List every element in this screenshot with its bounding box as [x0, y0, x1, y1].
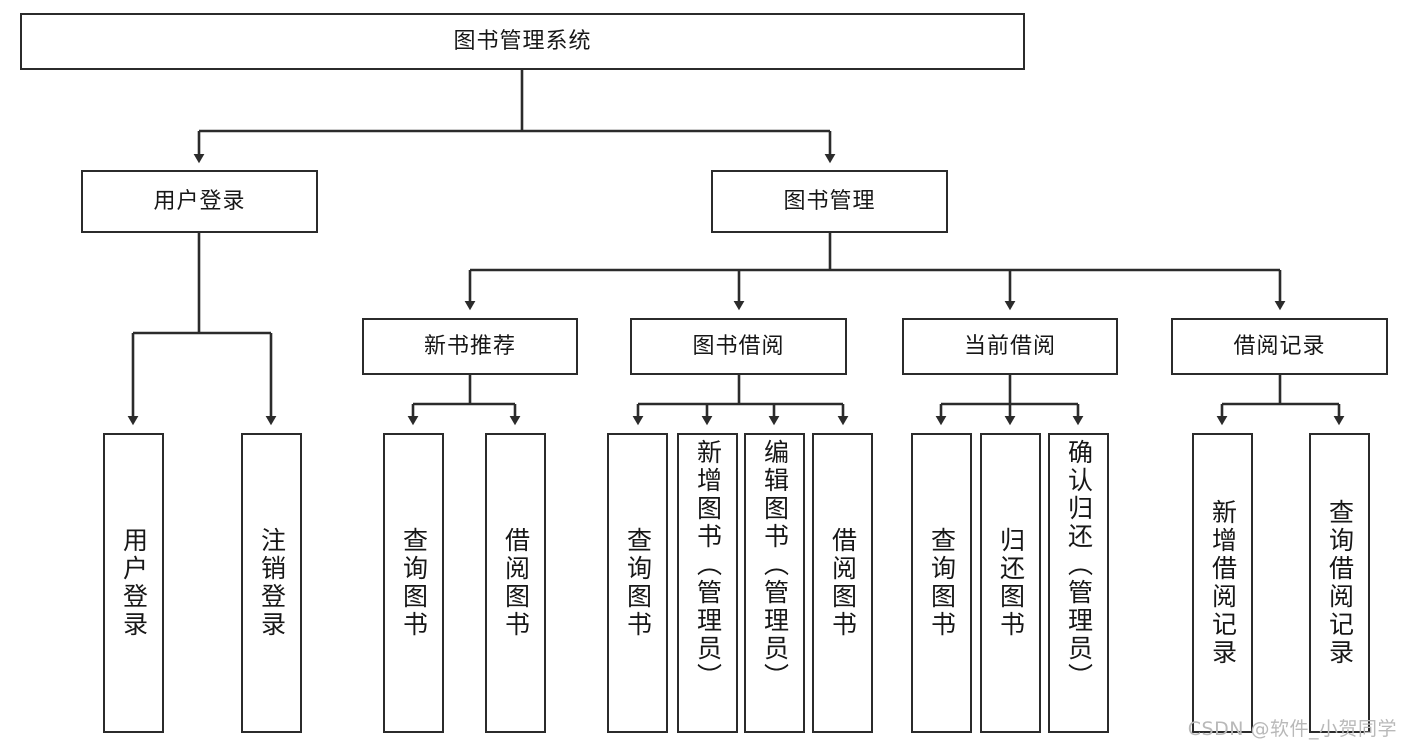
node-current-borrow[interactable]: 当前借阅	[902, 318, 1118, 375]
node-user-login[interactable]: 用户登录	[81, 170, 318, 233]
leaf-current-return-book[interactable]: 归还图书	[980, 433, 1041, 733]
leaf-record-query-record[interactable]: 查询借阅记录	[1309, 433, 1370, 733]
node-root-label: 图书管理系统	[453, 28, 592, 54]
leaf-label: 查询图书	[623, 527, 653, 639]
leaf-label: 注销登录	[257, 527, 287, 639]
node-borrow-record-label: 借阅记录	[1233, 333, 1326, 359]
leaf-borrow-edit-book-admin[interactable]: 编辑图书（管理员）	[744, 433, 805, 733]
leaf-borrow-borrow-book[interactable]: 借阅图书	[812, 433, 873, 733]
node-current-borrow-label: 当前借阅	[963, 333, 1056, 359]
leaf-new-book-borrow[interactable]: 借阅图书	[485, 433, 546, 733]
leaf-user-login-logout[interactable]: 注销登录	[241, 433, 302, 733]
leaf-label: 查询图书	[399, 527, 429, 639]
leaf-record-add-record[interactable]: 新增借阅记录	[1192, 433, 1253, 733]
node-book-management[interactable]: 图书管理	[711, 170, 948, 233]
node-borrow-record[interactable]: 借阅记录	[1171, 318, 1388, 375]
node-user-login-label: 用户登录	[153, 188, 246, 214]
leaf-label: 用户登录	[119, 527, 149, 639]
leaf-label: 确认归还（管理员）	[1064, 439, 1094, 691]
node-book-borrow-label: 图书借阅	[692, 333, 785, 359]
leaf-new-book-query[interactable]: 查询图书	[383, 433, 444, 733]
leaf-borrow-add-book-admin[interactable]: 新增图书（管理员）	[677, 433, 738, 733]
csdn-watermark: CSDN @软件_小贺同学	[1187, 718, 1397, 740]
leaf-label: 新增图书（管理员）	[693, 439, 723, 691]
leaf-label: 归还图书	[996, 527, 1026, 639]
leaf-label: 编辑图书（管理员）	[760, 439, 790, 691]
node-book-borrow[interactable]: 图书借阅	[630, 318, 847, 375]
leaf-current-confirm-return-admin[interactable]: 确认归还（管理员）	[1048, 433, 1109, 733]
leaf-user-login-login[interactable]: 用户登录	[103, 433, 164, 733]
node-book-management-label: 图书管理	[783, 188, 876, 214]
node-new-book-recommend[interactable]: 新书推荐	[362, 318, 578, 375]
leaf-borrow-query-book[interactable]: 查询图书	[607, 433, 668, 733]
leaf-label: 借阅图书	[501, 527, 531, 639]
leaf-label: 查询图书	[927, 527, 957, 639]
leaf-label: 查询借阅记录	[1325, 499, 1355, 667]
leaf-label: 新增借阅记录	[1208, 499, 1238, 667]
leaf-label: 借阅图书	[828, 527, 858, 639]
node-new-book-recommend-label: 新书推荐	[423, 333, 516, 359]
node-root[interactable]: 图书管理系统	[20, 13, 1025, 70]
leaf-current-query-book[interactable]: 查询图书	[911, 433, 972, 733]
